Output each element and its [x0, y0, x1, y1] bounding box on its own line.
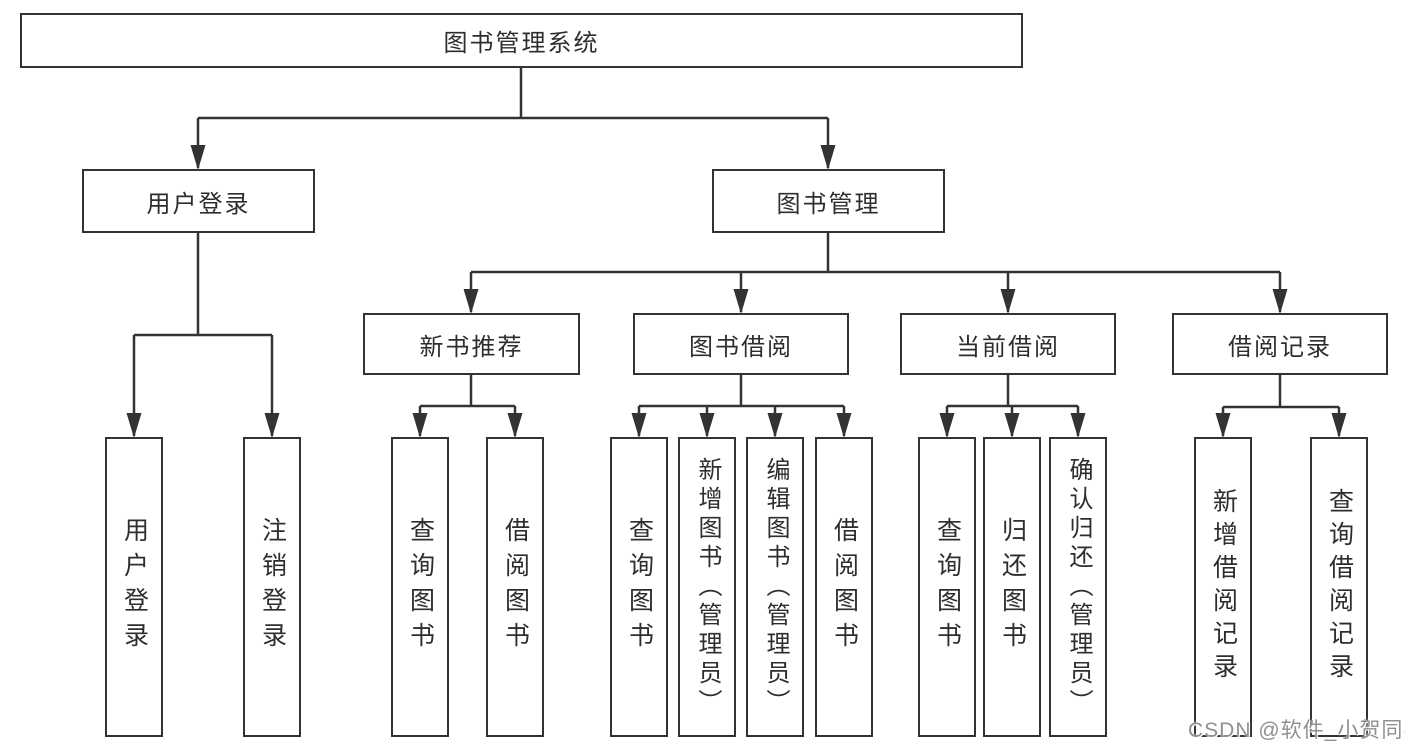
leaf-records-add-record: 新增借阅记录 — [1194, 437, 1252, 737]
leaf-label: 查询图书 — [625, 517, 654, 657]
node-new-book-recommend: 新书推荐 — [363, 313, 580, 375]
leaf-label: 确认归还（管理员） — [1065, 456, 1092, 718]
leaf-label: 借阅图书 — [830, 517, 859, 657]
node-book-management: 图书管理 — [712, 169, 945, 233]
leaf-borrow-borrow-book: 借阅图书 — [815, 437, 873, 737]
leaf-current-return-book: 归还图书 — [983, 437, 1041, 737]
node-current-borrow: 当前借阅 — [900, 313, 1116, 375]
leaf-borrow-edit-book-admin: 编辑图书（管理员） — [746, 437, 804, 737]
csdn-watermark: CSDN @软件_小贺同学 — [1188, 719, 1405, 742]
leaf-label: 用户登录 — [120, 517, 149, 657]
leaf-label: 新增图书（管理员） — [694, 456, 721, 718]
leaf-label: 归还图书 — [998, 517, 1027, 657]
leaf-logout: 注销登录 — [243, 437, 301, 737]
node-user-login: 用户登录 — [82, 169, 315, 233]
leaf-label: 查询借阅记录 — [1325, 488, 1354, 686]
leaf-label: 借阅图书 — [501, 517, 530, 657]
leaf-records-query-record: 查询借阅记录 — [1310, 437, 1368, 737]
leaf-borrow-add-book-admin: 新增图书（管理员） — [678, 437, 736, 737]
node-borrow-records: 借阅记录 — [1172, 313, 1388, 375]
node-root-system: 图书管理系统 — [20, 13, 1023, 68]
node-book-borrow: 图书借阅 — [633, 313, 849, 375]
connector-shafts — [132, 68, 1341, 436]
leaf-current-confirm-return-admin: 确认归还（管理员） — [1049, 437, 1107, 737]
leaf-label: 注销登录 — [258, 517, 287, 657]
leaf-newrec-borrow-book: 借阅图书 — [486, 437, 544, 737]
leaf-user-login: 用户登录 — [105, 437, 163, 737]
leaf-label: 新增借阅记录 — [1209, 488, 1238, 686]
leaf-borrow-query-book: 查询图书 — [610, 437, 668, 737]
leaf-label: 查询图书 — [933, 517, 962, 657]
leaf-label: 编辑图书（管理员） — [762, 456, 789, 718]
leaf-newrec-query-book: 查询图书 — [391, 437, 449, 737]
arrowhead-icons — [126, 145, 1347, 438]
leaf-label: 查询图书 — [406, 517, 435, 657]
leaf-current-query-book: 查询图书 — [918, 437, 976, 737]
